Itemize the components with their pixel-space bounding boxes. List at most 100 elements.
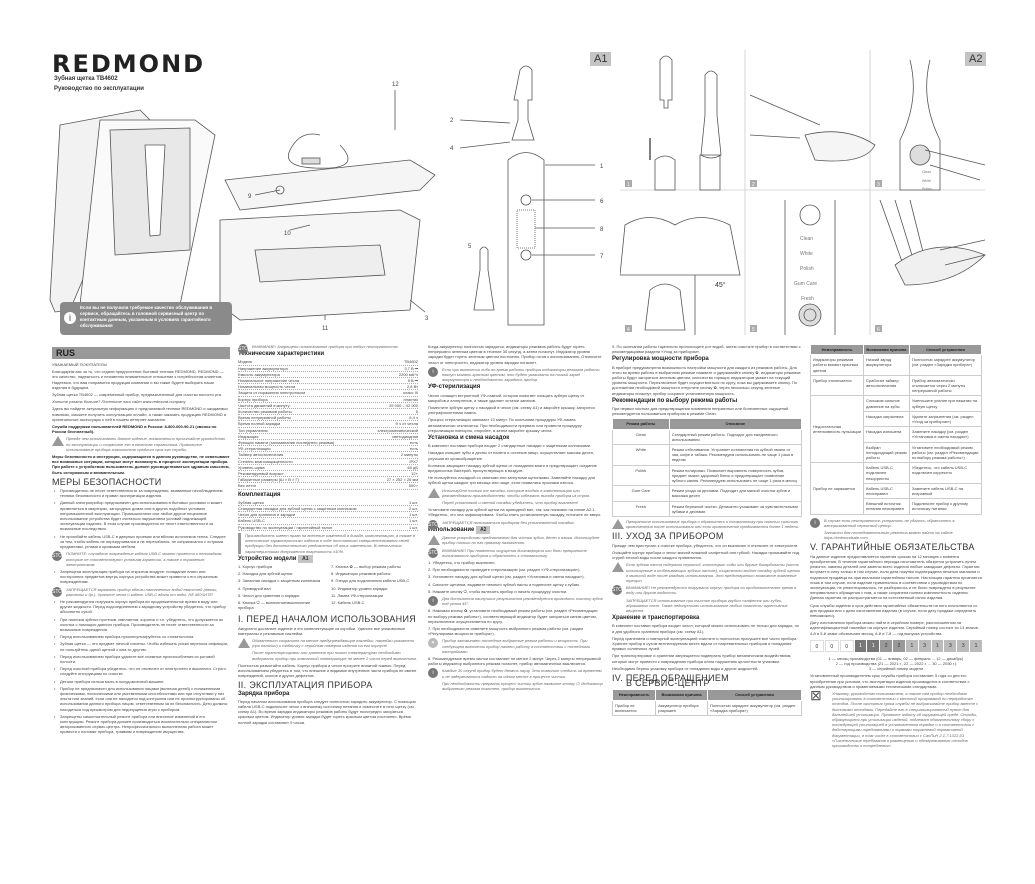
spare-parts-link[interactable]: Запчасти для последовательного ремонта м… [824, 530, 953, 541]
stop-icon: STOP [428, 547, 442, 558]
serial-legend: 1 — месяц производства (01 — январь, 02 … [828, 655, 964, 672]
paragraph: Не пользуйтесь насадкой со смятыми или з… [428, 475, 596, 486]
uv-title: УФ-стерилизация [428, 384, 481, 391]
storage-title: Хранение и транспортировка [612, 615, 700, 622]
warning-text: ВНИМАНИЕ! При появлении ощущения дискомф… [442, 547, 587, 558]
website-link[interactable]: Хотите узнать больше? Посетите наш сайт … [52, 399, 186, 405]
safety-item: Запрещены самостоятельный ремонт прибора… [52, 714, 230, 735]
charge-title: Зарядка прибора [238, 690, 290, 697]
info-icon: i [428, 366, 438, 377]
paragraph: Прежде чем приступать к очистке прибора,… [612, 542, 799, 548]
svg-text:White: White [800, 251, 813, 257]
paragraph: В комплект поставки прибора входят 2 ста… [428, 443, 592, 449]
svg-text:9: 9 [248, 194, 252, 200]
warning-icon [52, 436, 64, 447]
info-icon: i [810, 517, 820, 528]
service-info-box: i Если вы не получили требуемое качество… [60, 302, 232, 335]
paragraph: В приборе предусмотрена возможность наст… [612, 364, 801, 396]
svg-text:45°: 45° [715, 281, 726, 289]
safety-item: Перед использованием прибора удалите все… [52, 654, 230, 664]
svg-text:2: 2 [450, 118, 454, 124]
kit-title: Комплектация [238, 491, 281, 498]
intro-text: Здесь вы найдете актуальную информацию о… [52, 406, 229, 422]
step-item: 6. Нажимая кнопку ✿, установите необходи… [428, 608, 598, 624]
safety-item: Запрещена эксплуатация прибора на открыт… [52, 569, 230, 585]
stop-icon: STOP [52, 586, 66, 597]
info-text: При необходимости прервать процесс чистк… [442, 680, 603, 691]
safety-item: Детали прибора нельзя мыть в посудомоечн… [52, 679, 230, 684]
paragraph: Процесс стерилизации занимает 10 минут. … [428, 417, 582, 433]
paragraph: При первых чистках для предотвращения по… [612, 406, 789, 417]
svg-text:5: 5 [752, 327, 755, 333]
step-item: 9. По окончании работы тщательно прополо… [612, 344, 801, 355]
info-text: В случае если неисправность устранить не… [824, 517, 955, 528]
part-item: 3. Запасная насадка с защитным колпачком [238, 578, 321, 584]
device-title: Устройство модели A1 [238, 554, 418, 563]
section-title-service: В СЕРВИС-ЦЕНТР [626, 678, 710, 689]
warning-text: ЗАПРЕЩАЕТСЯ использование при очистке пр… [626, 597, 788, 613]
safety-item: Прибор не предназначен для использования… [52, 686, 230, 712]
paragraph: На данное изделие предоставляется гарант… [810, 553, 982, 601]
warning-text: Используйте только те насадки, которые в… [442, 487, 591, 498]
safety-item: Не прогибайте кабель USB-C в дверных про… [52, 534, 230, 550]
part-item: 5. Чехол для хранения и зарядки [238, 592, 300, 598]
lightbulb-icon: ✦ [428, 638, 438, 649]
power-title: Регулировка мощности прибора [612, 356, 709, 363]
stop-icon: STOP [612, 585, 626, 596]
svg-text:Polish: Polish [922, 187, 932, 191]
safety-item: Зубная щетка — это предмет личной гигиен… [52, 641, 230, 651]
safety-item: Данный электроприбор предназначен для ис… [52, 500, 230, 531]
safety-item: Перед использованием прибора проконсульт… [52, 634, 230, 639]
mode-title: Рекомендации по выбору режима работы [612, 397, 738, 404]
info-icon: i [428, 668, 438, 679]
paragraph: Необходимо беречь упаковку прибора от по… [612, 665, 759, 671]
table-row: Индикаторы режимов работы мигают красным… [809, 354, 983, 376]
warning-text: Данное устройство предназначено для чист… [442, 535, 600, 546]
part-item: 7. Кнопка ✿ — выбор режима работы [331, 563, 401, 569]
paragraph: Чехол оснащен встроенной УФ-лампой, кото… [428, 392, 585, 403]
safety-item: Перед очисткой прибора убедитесь, что он… [52, 666, 230, 676]
part-item: 11. Лампа УФ-стерилизации [331, 592, 384, 598]
product-name: Зубная щетка TB4602 [54, 76, 118, 82]
step-item: 2. При необходимости проведите стерилиза… [428, 567, 581, 573]
column-4: 9. По окончании работы тщательно прополо… [611, 344, 803, 716]
svg-text:5: 5 [468, 244, 472, 250]
note-text: Прежде чем использовать данное изделие, … [66, 436, 226, 452]
spec-row: Габаритные размеры (Ш × В × Г)27 × 252 ×… [238, 477, 418, 484]
svg-text:4: 4 [450, 146, 454, 152]
paragraph: Срок службы изделия и срок действия гара… [810, 602, 978, 618]
section-title-warranty: V. ГАРАНТИЙНЫЕ ОБЯЗАТЕЛЬСТВА [810, 542, 975, 553]
specs-title: Технические характеристики [238, 351, 325, 358]
svg-text:Gum Care: Gum Care [794, 281, 817, 287]
safety-item: Производитель не несет ответственности з… [52, 488, 230, 498]
svg-text:Fresh: Fresh [801, 296, 814, 302]
kit-note: Производитель имеет право на внесение из… [238, 532, 418, 554]
paragraph: Полностью размотайте кабель. Корпус приб… [238, 662, 417, 679]
warning-icon [612, 562, 624, 573]
part-item: 9. Гнездо для подключения кабеля USB-C [331, 578, 410, 584]
svg-text:Clean: Clean [922, 170, 931, 174]
stop-icon: STOP [52, 551, 66, 562]
